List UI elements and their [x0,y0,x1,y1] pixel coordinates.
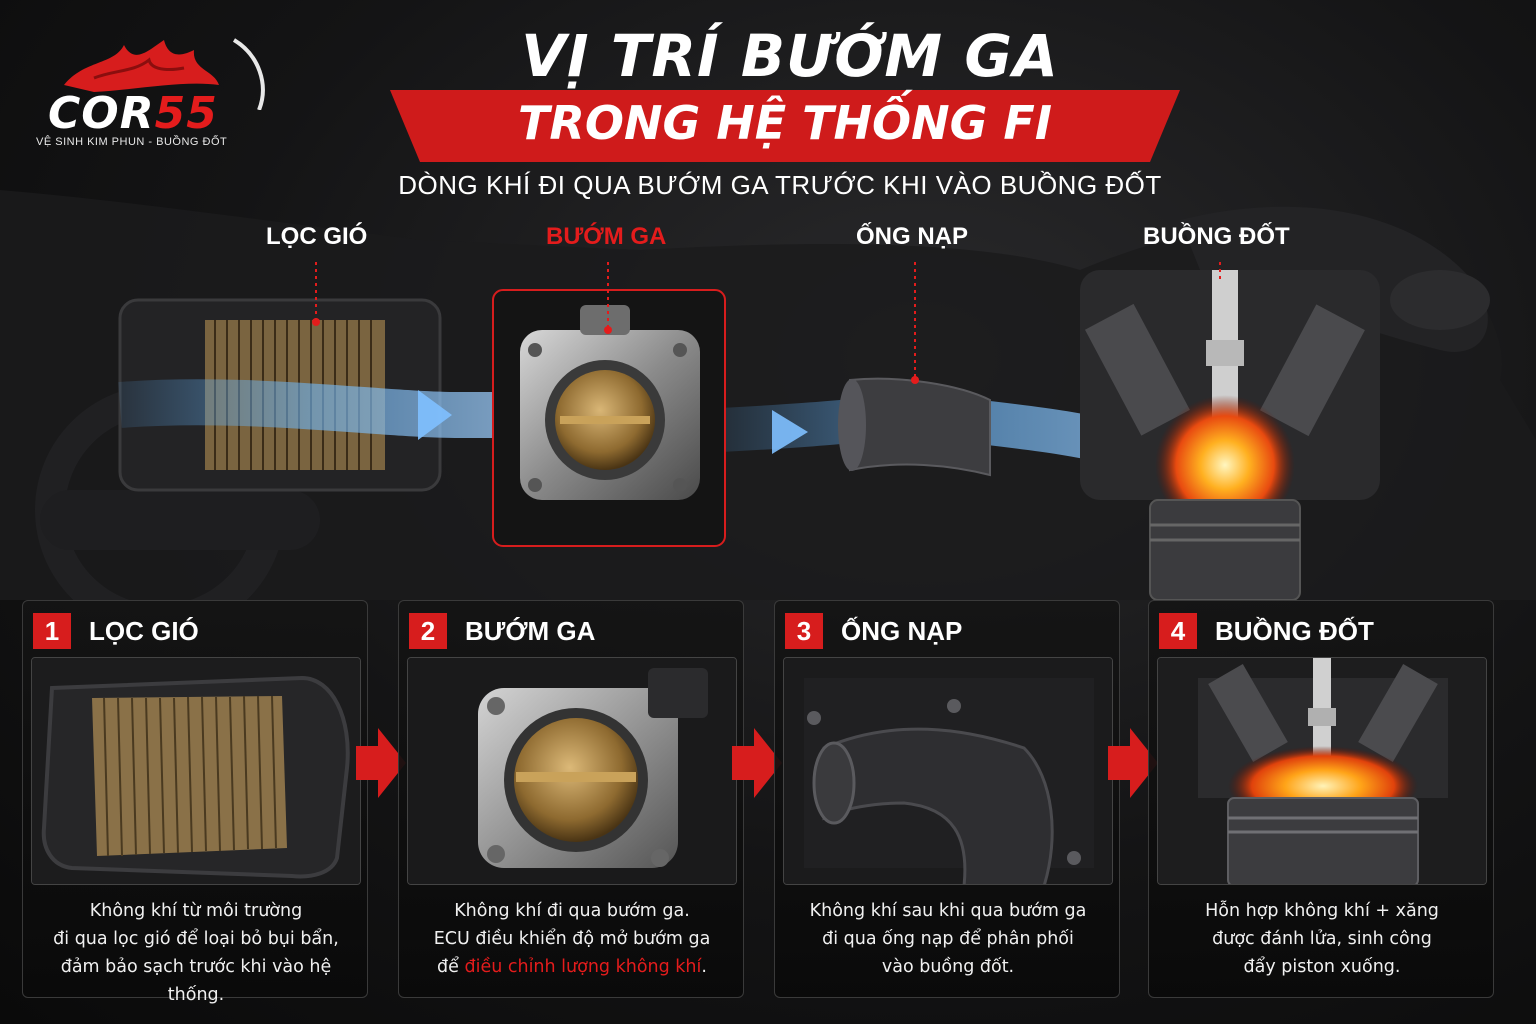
step-card-1: 1 LỌC GIÓ Không khí từ môi trường [22,600,368,1005]
throttle-body-icon [520,305,700,500]
air-filter-icon [32,658,360,884]
step-number: 3 [785,613,823,649]
title-ribbon [390,90,1180,162]
intake-pipe-image [783,657,1113,885]
step-description: Không khí đi qua bướm ga. ECU điều khiển… [433,901,711,977]
step-title: ỐNG NẠP [841,616,963,646]
combustion-chamber-icon [1158,658,1486,884]
page-subtitle: DÒNG KHÍ ĐI QUA BƯỚM GA TRƯỚC KHI VÀO BU… [398,170,1162,200]
top-label-throttle: BƯỚM GA [546,223,667,250]
throttle-body-icon [408,658,736,884]
page-title: VỊ TRÍ BƯỚM GA [521,22,1059,90]
engine-scene [0,190,1536,600]
step-arrow-icon [1108,728,1158,798]
intake-pipe-icon [784,658,1112,884]
step-description: Không khí sau khi qua bướm ga đi qua ống… [809,901,1087,977]
air-filter-image [31,657,361,885]
combustion-chamber-image [1157,657,1487,885]
top-label-air-filter: LỌC GIÓ [266,223,368,250]
combustion-chamber-icon [1080,270,1380,600]
throttle-body-image [407,657,737,885]
top-label-intake: ỐNG NẠP [856,223,969,250]
step-card-2: 2 BƯỚM GA Không khí đi qua bướm ga. ECU … [398,600,744,998]
step-arrow-icon [356,728,406,798]
brand-logo: COR55 VỆ SINH KIM PHUN - BUỒNG ĐỐT [34,30,274,160]
brand-tagline: VỆ SINH KIM PHUN - BUỒNG ĐỐT [36,136,228,148]
step-title: LỌC GIÓ [89,616,199,646]
step-card-4: 4 BUỒNG ĐỐT Hỗn hợp không khí + xăng [1148,600,1494,998]
step-card-3: 3 ỐNG NẠP Không khí sau khi qua bướm ga … [774,600,1120,998]
page-title-line2: TRONG HỆ THỐNG FI [518,96,1052,150]
step-description: Không khí từ môi trường đi qua lọc gió đ… [53,901,339,1005]
step-number: 1 [33,613,71,649]
intake-pipe-icon [838,377,991,477]
step-arrow-icon [732,728,782,798]
step-number: 4 [1159,613,1197,649]
highlight-text: điều chỉnh lượng không khí [464,957,702,977]
step-title: BƯỚM GA [465,616,596,646]
brand-name: COR55 [48,88,218,139]
flame-logo-icon [64,38,265,110]
top-label-combustion: BUỒNG ĐỐT [1143,223,1290,250]
step-number: 2 [409,613,447,649]
flow-arrow-icon [418,390,452,440]
step-description: Hỗn hợp không khí + xăng được đánh lửa, … [1205,901,1439,977]
step-title: BUỒNG ĐỐT [1215,616,1374,646]
